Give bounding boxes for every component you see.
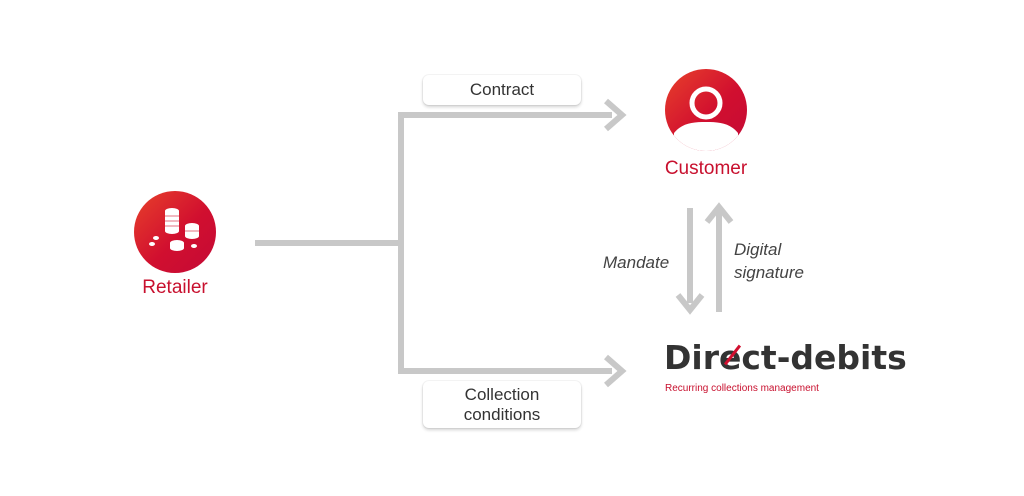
contract-arrowhead — [604, 98, 627, 132]
contract-label: Contract — [469, 80, 535, 99]
collection-label-line1: Collection — [464, 384, 540, 404]
digital-signature-line1: Digital — [734, 240, 782, 259]
retailer-label: Retailer — [142, 277, 208, 298]
customer-label: Customer — [664, 158, 748, 179]
collection-label-line2: conditions — [463, 404, 541, 424]
collection-arrowhead — [604, 354, 627, 388]
digital-signature-line2: signature — [734, 263, 804, 282]
logo-tagline: Recurring collections management — [665, 383, 819, 394]
mandate-label: Mandate — [603, 253, 670, 272]
collection-label-pill: Collection conditions — [423, 381, 581, 428]
contract-label-pill: Contract — [423, 75, 581, 105]
digital-signature-label: Digital signature — [734, 238, 804, 284]
coins-icon — [149, 208, 199, 251]
direct-debits-logo: Direct-debits — [664, 338, 907, 377]
mandate-arrowhead — [675, 293, 705, 315]
user-icon — [674, 86, 738, 151]
retailer-icon-circle — [134, 191, 216, 273]
customer-icon-circle — [665, 69, 747, 151]
signature-arrowhead — [704, 202, 734, 224]
